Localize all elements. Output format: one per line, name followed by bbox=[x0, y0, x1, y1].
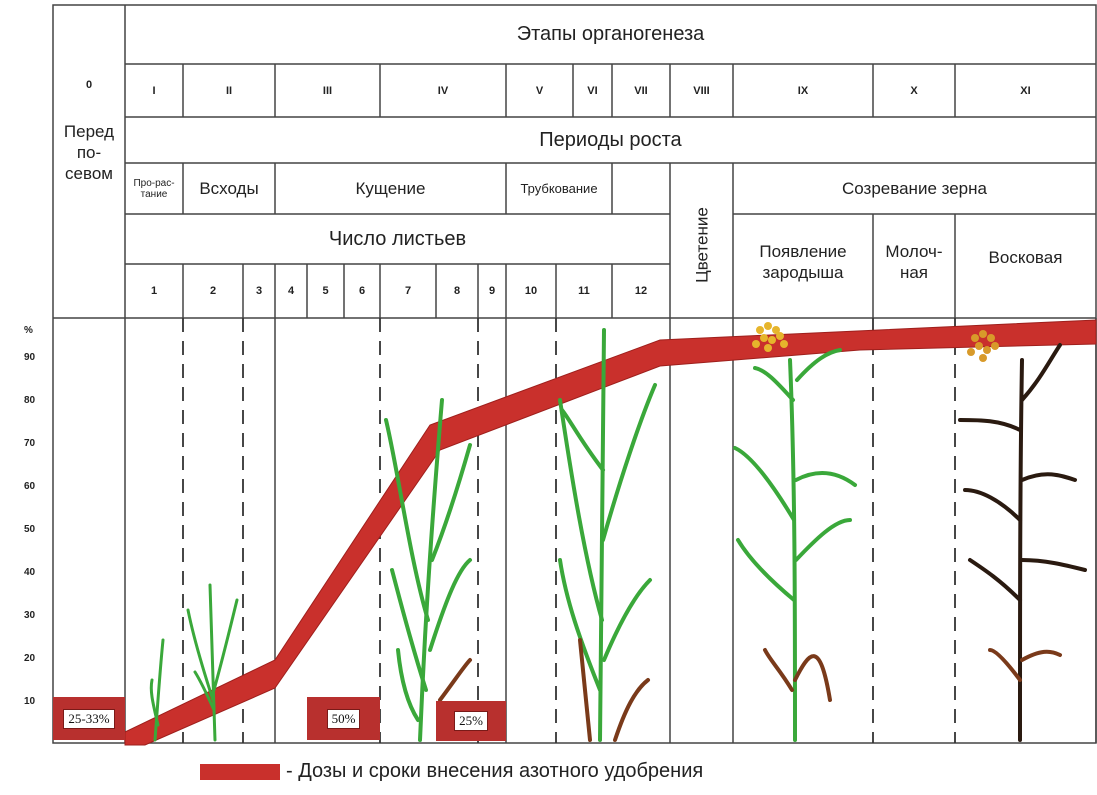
y-tick-80: 80 bbox=[24, 395, 36, 406]
leaf-7: 7 bbox=[404, 285, 412, 297]
y-tick-60: 60 bbox=[24, 481, 36, 492]
leaf-8: 8 bbox=[453, 285, 461, 297]
leaf-2: 2 bbox=[209, 285, 217, 297]
stage-10: X bbox=[910, 84, 918, 97]
plant-germination-icon bbox=[149, 638, 165, 742]
phase-waxy: Восковая bbox=[988, 247, 1063, 267]
y-axis-unit: % bbox=[24, 325, 33, 336]
stage-4: IV bbox=[437, 84, 449, 97]
plant-ripening-icon bbox=[958, 343, 1087, 742]
period-tillering: Кущение bbox=[355, 179, 426, 198]
plant-tillering-icon bbox=[384, 398, 472, 742]
period-booting: Трубкование bbox=[520, 181, 598, 196]
leaf-10: 10 bbox=[524, 285, 538, 297]
grain-cluster-flowering-icon bbox=[752, 322, 788, 352]
leaf-6: 6 bbox=[358, 285, 366, 297]
y-tick-50: 50 bbox=[24, 524, 36, 535]
stage-11: XI bbox=[1020, 84, 1031, 97]
nitrogen-dose-band bbox=[124, 319, 1097, 746]
period-grain-ripening: Созревание зерна bbox=[842, 179, 987, 198]
y-tick-90: 90 bbox=[24, 352, 36, 363]
stage-3: III bbox=[322, 84, 333, 97]
leaf-9: 9 bbox=[488, 285, 496, 297]
dose-tillering: 50% bbox=[307, 697, 380, 740]
leaf-11: 11 bbox=[578, 285, 590, 297]
stage-0: 0 bbox=[85, 79, 93, 91]
legend: - Дозы и сроки внесения азотного удобрен… bbox=[200, 760, 703, 783]
leaf-12: 12 bbox=[634, 285, 648, 297]
legend-swatch bbox=[200, 763, 280, 780]
leaf-count-title: Число листьев bbox=[328, 227, 467, 250]
dose-pre-sowing-label: 25-33% bbox=[63, 708, 115, 729]
leaf-4: 4 bbox=[287, 285, 295, 297]
dose-pre-sowing: 25-33% bbox=[53, 697, 125, 740]
organogenesis-title: Этапы органогенеза bbox=[516, 23, 705, 45]
leaf-1: 1 bbox=[150, 285, 158, 297]
stage-6: VI bbox=[587, 84, 598, 97]
stage-8: VIII bbox=[693, 84, 710, 97]
dose-booting-label: 25% bbox=[454, 711, 488, 731]
y-tick-10: 10 bbox=[24, 696, 36, 707]
phase-milky: Молоч-ная bbox=[885, 242, 943, 282]
phase-embryo: Появление зародыша bbox=[759, 242, 847, 282]
plant-flowering-icon bbox=[733, 348, 857, 742]
stage-5: V bbox=[535, 84, 544, 97]
stage-2: II bbox=[225, 84, 233, 97]
leaf-3: 3 bbox=[255, 285, 263, 297]
leaf-5: 5 bbox=[322, 285, 329, 297]
legend-text: - Дозы и сроки внесения азотного удобрен… bbox=[286, 760, 704, 782]
y-tick-30: 30 bbox=[24, 610, 36, 621]
growth-periods-title: Периоды роста bbox=[539, 128, 682, 151]
plant-shoots-icon bbox=[186, 583, 239, 742]
stage-7: VII bbox=[634, 84, 648, 97]
plant-booting-icon bbox=[558, 328, 657, 742]
y-tick-20: 20 bbox=[24, 653, 36, 664]
pre-sowing-label: Перед по-севом bbox=[63, 121, 115, 183]
stage-1: I bbox=[152, 84, 156, 97]
dose-booting: 25% bbox=[436, 701, 506, 741]
stage-9: IX bbox=[797, 84, 809, 97]
y-tick-70: 70 bbox=[24, 438, 36, 449]
dose-tillering-label: 50% bbox=[326, 708, 361, 729]
period-shoots: Всходы bbox=[199, 179, 259, 198]
y-tick-40: 40 bbox=[24, 567, 36, 578]
grain-cluster-ripening-icon bbox=[967, 330, 999, 362]
period-germination: Про-рас-тание bbox=[133, 177, 175, 200]
period-flowering: Цветение bbox=[692, 207, 711, 283]
